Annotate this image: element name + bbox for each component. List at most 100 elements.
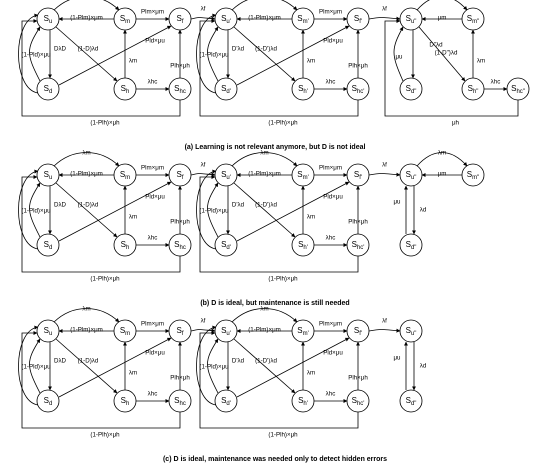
pb-g2-lbl-lambda-m-h: λm <box>307 214 315 221</box>
pa-g2-node-su-label: Su' <box>221 14 231 24</box>
pb-edge-lambda-f2 <box>368 172 401 177</box>
pc-g2-lbl-bottom: (1-Plh)×μh <box>268 432 298 439</box>
pa-g3-lbl-bottom: μh <box>452 120 460 127</box>
pc-g2-lbl-lambda-m-h: λm <box>307 370 315 377</box>
pa-g1-node-su-label: Su <box>44 14 53 24</box>
pa-g3-node-sh-circle <box>461 77 485 101</box>
pb-g2-node-sd-circle <box>214 233 238 257</box>
pc-g1-node-sm-circle <box>113 319 137 343</box>
pa-g3-lbl-d-lambda: D"λd <box>429 42 443 49</box>
pc-g2-lbl-one-minus-d: (1-D')λd <box>255 358 277 365</box>
pa-g2-edge-lambda-m <box>231 0 298 11</box>
pc-lbl-lambda-f: λf <box>201 318 206 325</box>
pa-g1-lbl-pld-mu-u2: Pld×μu <box>145 38 165 45</box>
pa-g3-node-sh-label: Sh" <box>468 84 479 94</box>
pa-g3-lbl-mu-u: μu <box>395 54 403 61</box>
pc-g2-node-sh-label: Sh' <box>298 396 308 406</box>
pc-g1-edge-sd-su <box>29 338 41 394</box>
pa-g1-node-sd-circle <box>36 77 60 101</box>
pa-g1-lbl-lambda-m: λm <box>82 0 90 1</box>
pa-g2-node-sm-label: Sm' <box>297 14 309 24</box>
pb-g2-lbl-bottom: (1-Plh)×μh <box>268 276 298 283</box>
pa-g3-edge-lambda-m <box>416 0 468 11</box>
pa-g2-edge-su-sh <box>233 26 296 82</box>
pc-g1-node-sd-label: Sd <box>44 396 53 406</box>
pb-g1-lbl-pld-mu-u2: Pld×μu <box>145 194 165 201</box>
pb-g2-node-sf-label: Sf' <box>354 170 362 180</box>
pc-g2-node-sm-label: Sm' <box>297 326 309 336</box>
pa-g3-lbl-one-minus-d: (1-D")λd <box>435 50 458 57</box>
pc-g1-edge-sd-sf <box>58 337 172 398</box>
pc-g3-node-sd-label: Sd" <box>406 396 417 406</box>
pa-g2-edge-sd-sf <box>236 25 350 86</box>
pa-g1-lbl-plm-mu-m2: Plm×μm <box>141 9 164 16</box>
pc-g2-lbl-pld-mu-u: (1-Pld)×μu <box>199 364 229 371</box>
pb-g1-lbl-d-lambda: DλD <box>54 202 67 209</box>
pb-g3-node-su-label: Su" <box>406 170 417 180</box>
pc-edge-lambda-f <box>190 328 216 333</box>
pb-g1-edge-sd-su <box>29 182 41 238</box>
pc-g1-lbl-lambda-hc: λhc <box>148 391 158 398</box>
panel-c: λm(1-Plm)×μmPlm×μmDλD(1-Pld)×μu(1-D)λdλm… <box>18 306 427 463</box>
pa-g1-node-shc-circle <box>168 77 192 101</box>
pb-g1-node-shc-label: Shc <box>174 240 186 250</box>
pb-g1-node-sd-circle <box>36 233 60 257</box>
pa-lbl-lambda-f: λf <box>201 6 206 13</box>
pa-g2-lbl-pld-mu-u2: Pld×μu <box>323 38 343 45</box>
pc-g1-node-sm-label: Sm <box>120 326 130 336</box>
pa-g1-node-sh-circle <box>113 77 137 101</box>
pc-g2-node-shc-label: Shc' <box>352 396 365 406</box>
pc-g1-node-sh-circle <box>113 389 137 413</box>
pb-g2-node-sm-label: Sm' <box>297 170 309 180</box>
pc-g2-lbl-plm-mu-m2: Plm×μm <box>319 321 342 328</box>
pb-g2-edge-outer-left <box>196 169 217 250</box>
pc-lbl-lambda-f2: λf <box>382 318 387 325</box>
pa-g1-lbl-d-lambda: DλD <box>54 46 67 53</box>
pb-g1-node-sm-label: Sm <box>120 170 130 180</box>
pb-g1-lbl-lambda-hc: λhc <box>148 235 158 242</box>
pa-g2-lbl-pld-mu-u: (1-Pld)×μu <box>199 52 229 59</box>
pa-g3-node-sm-label: Sm" <box>467 14 479 24</box>
pa-g2-lbl-lambda-m-h: λm <box>307 58 315 65</box>
pc-g2-edge-sd-su <box>207 338 219 394</box>
pc-g2-lbl-plm-mu-m: (1-Plm)×μm <box>248 327 281 334</box>
pa-g3-node-sd-circle <box>399 77 423 101</box>
pa-g3-node-su-label: Su" <box>406 14 417 24</box>
pb-g1-edge-su-sh <box>55 182 118 238</box>
pc-g1-node-sf-label: Sf <box>176 326 183 336</box>
pb-g2-edge-sd-su <box>207 182 219 238</box>
pc-g1-lbl-bottom: (1-Plh)×μh <box>90 432 120 439</box>
pc-g3-lbl-lambda-d: λd <box>420 363 427 370</box>
pa-g1-lbl-pld-mu-u: (1-Pld)×μu <box>21 52 51 59</box>
pc-g2-edge-su-sh <box>233 338 296 394</box>
pb-g2-lbl-d-lambda: D'λd <box>232 202 245 209</box>
pc-g1-lbl-plm-mu-m2: Plm×μm <box>141 321 164 328</box>
pb-g1-node-su-circle <box>36 163 60 187</box>
pb-g3-edge-lambda-m <box>416 152 468 167</box>
pa-g2-node-sm-circle <box>291 7 315 31</box>
pc-g1-edge-outer-left <box>18 325 39 406</box>
pb-g2-lbl-one-minus-d: (1-D')λd <box>255 202 277 209</box>
pc-g1-edge-lambda-m <box>53 308 120 323</box>
pb-g3-lbl-lambda-m: λm <box>438 150 446 157</box>
pb-g2-node-shc-circle <box>346 233 370 257</box>
pa-g2-lbl-plm-mu-m: (1-Plm)×μm <box>248 15 281 22</box>
pc-g2-node-shc-circle <box>346 389 370 413</box>
pc-g1-node-shc-label: Shc <box>174 396 186 406</box>
pa-g2-lbl-one-minus-d: (1-D')λd <box>255 46 277 53</box>
pa-g1-lbl-bottom: (1-Plh)×μh <box>90 120 120 127</box>
pc-g1-lbl-lambda-m: λm <box>82 306 90 313</box>
pb-g1-node-su-label: Su <box>44 170 53 180</box>
pb-g1-lbl-plm-mu-m: (1-Plm)×μm <box>70 171 103 178</box>
pc-g1-lbl-pld-mu-u: (1-Pld)×μu <box>21 364 51 371</box>
pa-g3-node-shc-circle <box>506 77 530 101</box>
pa-g1-edge-sd-su <box>29 26 41 82</box>
pb-g3-lbl-lambda-d: λd <box>420 207 427 214</box>
pc-edge-lambda-f2 <box>368 328 401 333</box>
pb-g1-edge-sd-sf <box>58 181 172 242</box>
pa-g1-node-sh-label: Sh <box>121 84 130 94</box>
pa-g1-lbl-lambda-m-h: λm <box>129 58 137 65</box>
pc-g3-node-su-label: Su" <box>406 326 417 336</box>
pc-g2-edge-outer-left <box>196 325 217 406</box>
pa-g2-lbl-plh-mu-h: Plh×μh <box>348 63 368 70</box>
